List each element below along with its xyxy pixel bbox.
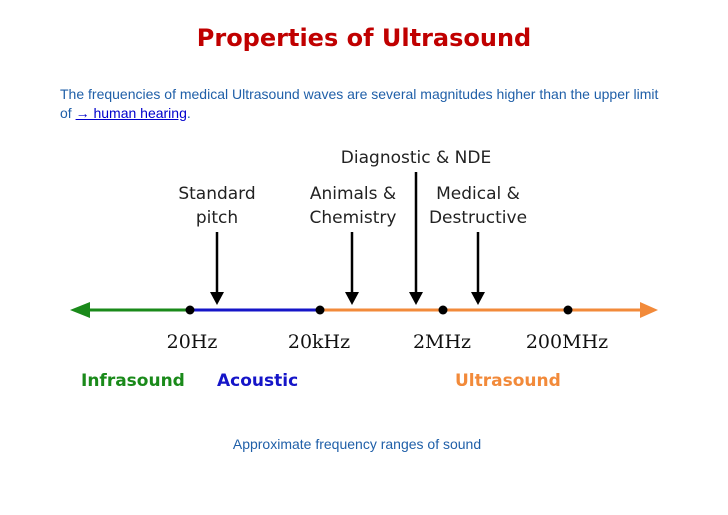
tick-label-20hz: 20Hz bbox=[167, 331, 218, 353]
medical-destructive-label-line2: Destructive bbox=[429, 208, 527, 228]
standard-pitch-label-line1: Standard bbox=[178, 184, 255, 204]
left-arrowhead bbox=[70, 302, 90, 318]
animals-chemistry-label-line1: Animals & bbox=[310, 184, 396, 204]
range-label-acoustic: Acoustic bbox=[217, 371, 298, 391]
diagnostic-arrow-head bbox=[409, 292, 423, 305]
figure-caption: Approximate frequency ranges of sound bbox=[232, 436, 482, 452]
diagnostic-nde-label: Diagnostic & NDE bbox=[341, 148, 491, 168]
animals-chemistry-arrow-head bbox=[345, 292, 359, 305]
page-title: Properties of Ultrasound bbox=[196, 24, 532, 52]
right-arrowhead bbox=[640, 302, 658, 318]
range-label-ultrasound: Ultrasound bbox=[455, 371, 561, 391]
animals-chemistry-label-line2: Chemistry bbox=[310, 208, 397, 228]
intro-text: The frequencies of medical Ultrasound wa… bbox=[60, 85, 670, 123]
tick-label-2mhz: 2MHz bbox=[413, 331, 471, 353]
range-label-infrasound: Infrasound bbox=[81, 371, 185, 391]
medical-destructive-label-line1: Medical & bbox=[436, 184, 520, 204]
tick-dot-2mhz bbox=[438, 305, 448, 315]
tick-label-20khz: 20kHz bbox=[288, 331, 350, 353]
intro-text-before: The frequencies of medical Ultrasound wa… bbox=[60, 86, 659, 121]
standard-pitch-arrow-head bbox=[210, 292, 224, 305]
tick-dot-20hz bbox=[185, 305, 195, 315]
intro-text-after: . bbox=[186, 105, 191, 121]
tick-label-200mhz: 200MHz bbox=[526, 331, 608, 353]
tick-dot-200mhz bbox=[563, 305, 573, 315]
human-hearing-link[interactable]: → human hearing bbox=[75, 105, 187, 121]
medical-destructive-arrow-head bbox=[471, 292, 485, 305]
tick-dot-20khz bbox=[315, 305, 325, 315]
standard-pitch-label-line2: pitch bbox=[196, 208, 238, 228]
